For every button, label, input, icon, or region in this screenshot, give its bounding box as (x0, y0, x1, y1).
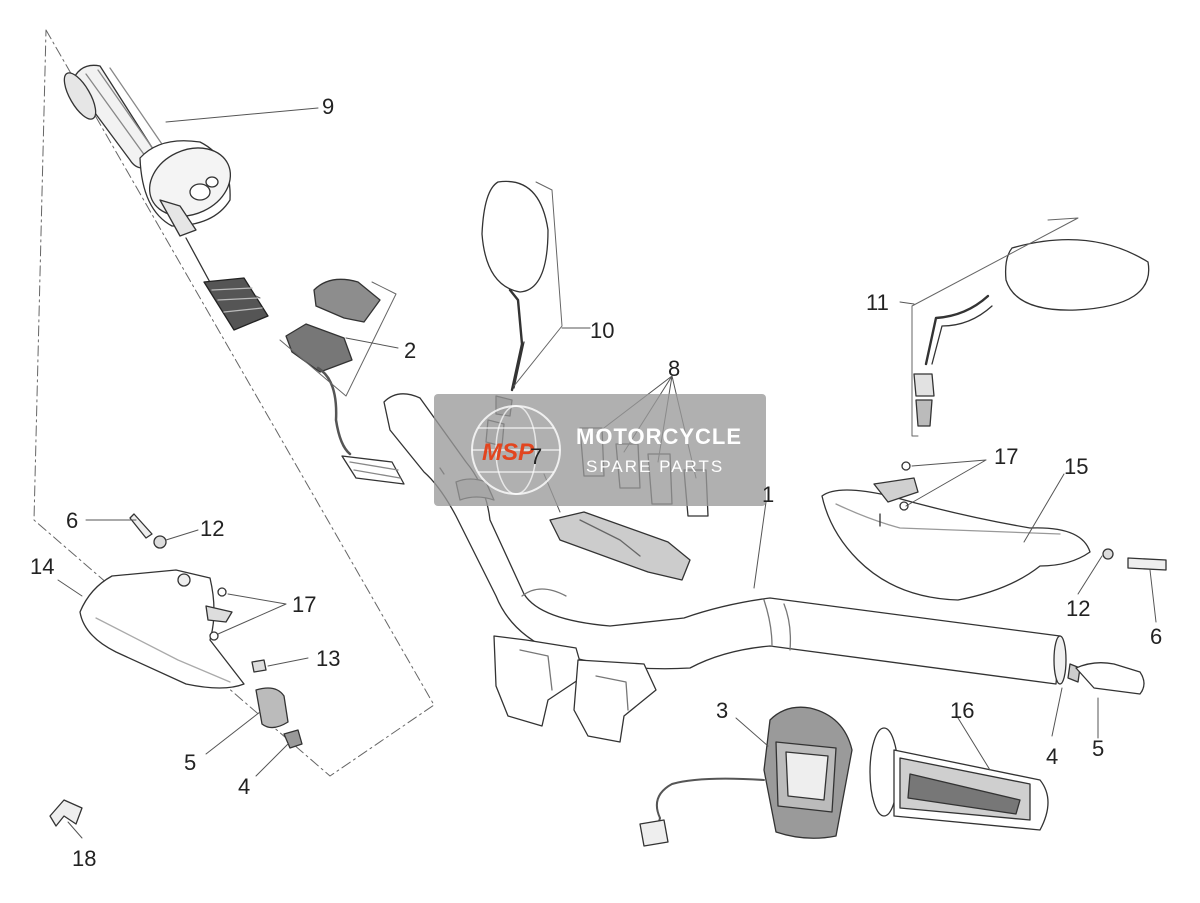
riser-blocks (493, 635, 657, 743)
watermark: MSP MOTORCYCLE SPARE PARTS (434, 394, 766, 506)
callout-2: 2 (404, 338, 416, 363)
callout-4-right: 4 (1046, 744, 1058, 769)
watermark-title: MOTORCYCLE (576, 424, 742, 449)
part-3-right-switch (639, 706, 853, 847)
callout-9: 9 (322, 94, 334, 119)
watermark-box (434, 394, 766, 506)
watermark-subtitle: SPARE PARTS (586, 457, 724, 476)
watermark-logo: MSP (482, 439, 535, 466)
callout-16: 16 (950, 698, 974, 723)
callout-12-right: 12 (1066, 596, 1090, 621)
callout-3: 3 (716, 698, 728, 723)
callout-6-left: 6 (66, 508, 78, 533)
callout-1: 1 (762, 482, 774, 507)
callout-4-left: 4 (238, 774, 250, 799)
callout-15: 15 (1064, 454, 1088, 479)
callout-18: 18 (72, 846, 96, 871)
callout-12-left: 12 (200, 516, 224, 541)
callout-6-right: 6 (1150, 624, 1162, 649)
callout-13: 13 (316, 646, 340, 671)
left-small-hardware (49, 513, 303, 827)
right-small-hardware (899, 461, 1167, 695)
callout-14: 14 (30, 554, 54, 579)
callout-10: 10 (590, 318, 614, 343)
callout-5-left: 5 (184, 750, 196, 775)
callout-labels: 9 2 10 8 7 11 1 17 15 12 6 4 5 3 16 6 12… (30, 94, 1162, 871)
part-15-right-handguard (821, 477, 1091, 601)
callout-11: 11 (866, 290, 889, 315)
callout-17-right: 17 (994, 444, 1018, 469)
part-9-heated-grip (63, 64, 269, 331)
callout-7: 7 (530, 444, 542, 469)
part-16-right-grip (869, 727, 1049, 831)
callout-17-left: 17 (292, 592, 316, 617)
part-2-switch-bracket (255, 278, 405, 485)
part-11-right-mirror (911, 217, 1150, 437)
left-assembly-frame (33, 29, 435, 777)
part-7-clamp-top (549, 511, 691, 581)
callout-8: 8 (668, 356, 680, 381)
callout-5-right: 5 (1092, 736, 1104, 761)
part-14-left-handguard (79, 569, 245, 689)
